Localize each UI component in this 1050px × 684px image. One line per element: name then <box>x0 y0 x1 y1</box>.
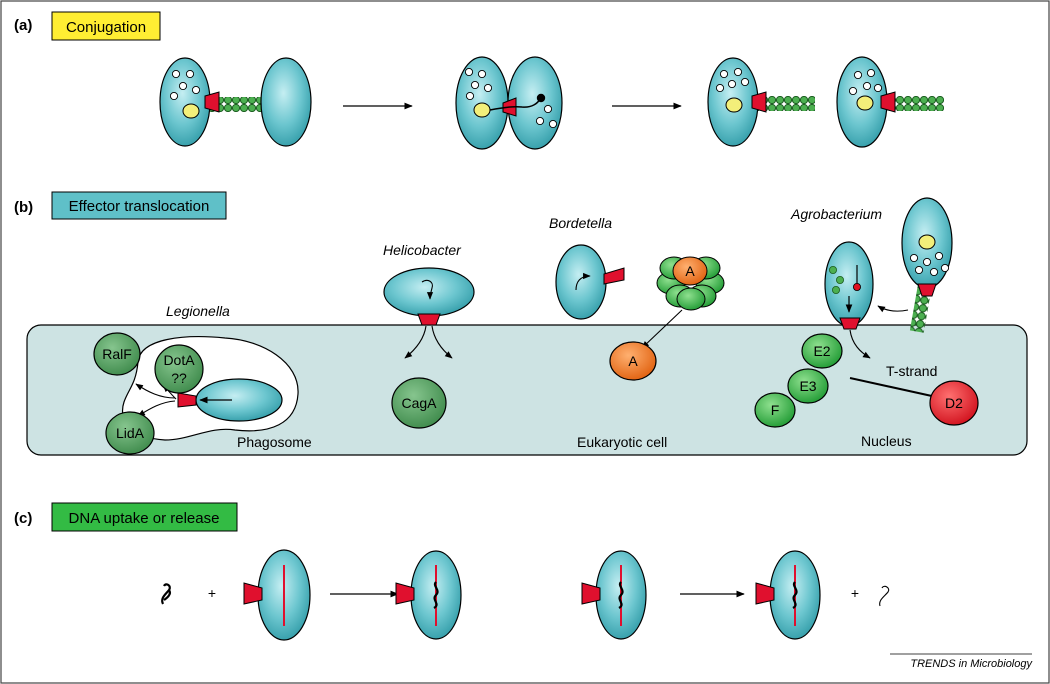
secretion-system <box>880 91 896 113</box>
plus-sign: + <box>851 585 859 601</box>
effector-f: F <box>754 392 796 428</box>
donor-cell <box>159 57 211 147</box>
e3-label: E3 <box>799 378 816 394</box>
plus-sign: + <box>208 585 216 601</box>
f-label: F <box>771 402 780 418</box>
pilus <box>207 97 265 112</box>
conjugation-stage-3-transconjugant <box>836 56 944 148</box>
recipient-cell <box>260 57 312 147</box>
nucleoid <box>856 95 874 111</box>
panel-a-title: Conjugation <box>66 19 146 36</box>
free-dna <box>161 583 172 605</box>
toxin-a-label: A <box>685 263 695 279</box>
vird2 <box>853 282 862 291</box>
nucleus-label: Nucleus <box>861 433 912 449</box>
effector-dota: DotA ?? <box>154 344 204 394</box>
relaxase <box>536 93 546 103</box>
nucleoid <box>725 97 743 113</box>
conjugation-stage-1 <box>159 57 312 147</box>
effector-caga: CagA <box>391 377 447 429</box>
chromosomal-dna <box>792 581 798 609</box>
dota-label: DotA <box>163 352 195 368</box>
arrow <box>135 383 176 399</box>
plasmid-circles <box>169 69 201 101</box>
panel-c-title: DNA uptake or release <box>69 510 220 527</box>
arrow <box>431 325 453 359</box>
eukaryotic-cell-label: Eukaryotic cell <box>577 434 667 450</box>
bordetella-bacterium <box>555 244 607 320</box>
effector-e3: E3 <box>787 368 829 404</box>
panel-b: (b) Effector translocation Legionella Ph… <box>14 191 1028 456</box>
arrow <box>849 329 871 359</box>
released-dna <box>879 585 890 607</box>
effector-e2: E2 <box>801 333 843 369</box>
lida-label: LidA <box>116 425 145 441</box>
panel-b-title: Effector translocation <box>69 198 210 215</box>
conjugation-stage-2 <box>455 56 563 150</box>
bordetella-label: Bordetella <box>549 215 612 231</box>
effector-lida: LidA <box>105 411 155 455</box>
pertussis-toxin-complex: A <box>656 256 725 311</box>
plasmid-circles <box>464 67 558 129</box>
pilus <box>886 96 944 111</box>
secretion-system <box>204 91 220 113</box>
arrow <box>641 309 683 349</box>
arrow <box>421 279 434 300</box>
pilus <box>757 96 815 111</box>
credit-label: TRENDS in Microbiology <box>910 658 1033 670</box>
secretion-system <box>603 267 625 285</box>
panel-c-letter: (c) <box>14 510 32 527</box>
secretion-system <box>395 582 415 605</box>
legionella-label: Legionella <box>166 303 230 319</box>
transferred-dna <box>489 98 541 111</box>
plasmid-circles <box>715 67 750 93</box>
helicobacter-label: Helicobacter <box>383 242 462 258</box>
secretion-system <box>417 313 441 326</box>
arrow <box>877 305 909 313</box>
d2-label: D2 <box>945 395 963 411</box>
secretion-system <box>755 582 775 605</box>
secretion-system <box>751 91 767 113</box>
phagosome-label: Phagosome <box>237 434 312 450</box>
effector-d2: D2 <box>929 380 979 426</box>
plasmid-circles <box>909 251 950 277</box>
plasmid-circles <box>848 68 883 96</box>
arrow <box>575 272 591 291</box>
secretion-system <box>581 582 601 605</box>
nucleoid <box>918 234 936 250</box>
integrated-dna <box>433 581 439 609</box>
agrobacterium-cell <box>824 241 874 327</box>
secretion-system <box>243 582 263 605</box>
panel-a-letter: (a) <box>14 17 32 34</box>
panel-b-title-box <box>51 191 227 220</box>
panel-b-letter: (b) <box>14 199 33 216</box>
arrow <box>404 325 427 359</box>
agrobacterium-label: Agrobacterium <box>790 206 882 222</box>
caga-label: CagA <box>401 395 437 411</box>
secretion-system <box>839 317 861 330</box>
secretion-system <box>177 392 197 408</box>
vir-proteins <box>829 265 845 294</box>
panel-a: (a) Conjugation <box>14 11 944 150</box>
a-label: A <box>628 353 638 369</box>
effector-a: A <box>609 341 657 381</box>
nucleoid <box>473 102 491 118</box>
unknown-label: ?? <box>171 370 187 386</box>
chromosomal-dna <box>618 581 624 609</box>
panel-c: (c) DNA uptake or release + + TRENDS in … <box>14 502 1033 670</box>
ralf-label: RalF <box>102 346 132 362</box>
panel-a-title-box <box>51 11 161 41</box>
conjugation-stage-3-donor <box>707 57 815 147</box>
panel-c-title-box <box>51 502 238 532</box>
effector-ralf: RalF <box>93 332 141 376</box>
nucleoid <box>182 103 200 119</box>
secretion-system <box>917 283 937 297</box>
e2-label: E2 <box>813 343 830 359</box>
helicobacter-bacterium <box>383 267 475 317</box>
t-strand-label: T-strand <box>886 363 937 379</box>
